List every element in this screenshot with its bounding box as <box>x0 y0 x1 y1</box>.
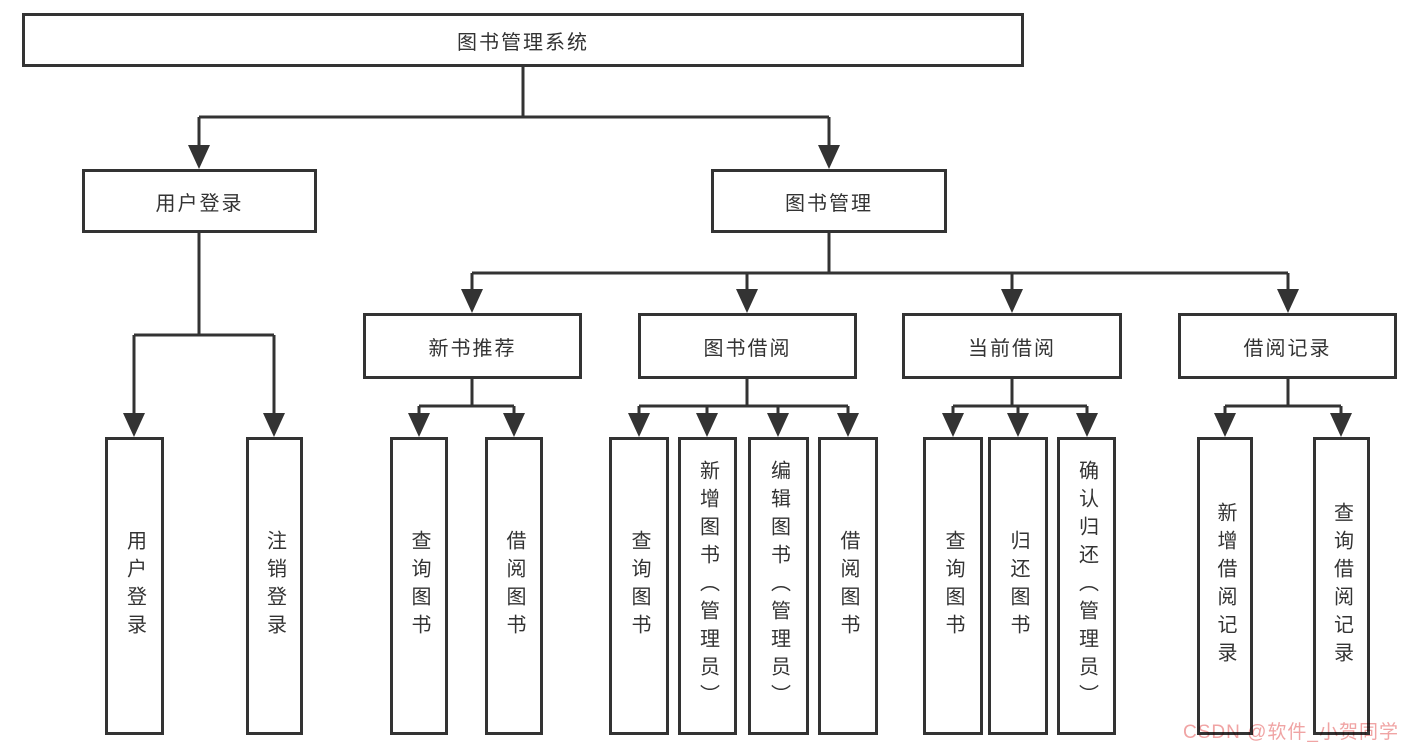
node-label: 归还图书 <box>1007 530 1029 642</box>
leaf-query-books-current: 查询图书 <box>923 437 983 735</box>
node-label: 图书管理系统 <box>457 31 589 54</box>
node-label: 借阅图书 <box>837 530 859 642</box>
leaf-logout-login: 注销登录 <box>246 437 303 735</box>
node-label: 当前借阅 <box>968 337 1056 360</box>
node-label: 查询图书 <box>942 530 964 642</box>
node-library-management-system: 图书管理系统 <box>22 13 1024 67</box>
node-label: 图书借阅 <box>703 337 792 360</box>
node-label: 图书管理 <box>785 192 873 215</box>
node-label: 借阅记录 <box>1243 337 1332 360</box>
node-book-management: 图书管理 <box>711 169 947 233</box>
node-label: 用户登录 <box>155 192 244 215</box>
node-label: 借阅图书 <box>503 530 525 642</box>
leaf-query-books-recommend: 查询图书 <box>390 437 448 735</box>
node-current-borrowing: 当前借阅 <box>902 313 1122 379</box>
leaf-add-borrow-record: 新增借阅记录 <box>1197 437 1253 735</box>
arrowhead-icons <box>123 145 1352 437</box>
node-label: 查询图书 <box>628 530 650 642</box>
csdn-watermark: CSDN @软件_小贺同学 <box>1183 722 1399 743</box>
leaf-borrow-books-borrow: 借阅图书 <box>818 437 878 735</box>
node-label: 查询借阅记录 <box>1330 502 1353 670</box>
leaf-query-books-borrow: 查询图书 <box>609 437 669 735</box>
leaf-edit-books-admin: 编辑图书（管理员） <box>748 437 809 735</box>
node-label: 新增图书（管理员） <box>696 460 719 712</box>
node-label: 编辑图书（管理员） <box>767 460 790 712</box>
node-new-book-recommendation: 新书推荐 <box>363 313 582 379</box>
leaf-add-books-admin: 新增图书（管理员） <box>678 437 737 735</box>
leaf-borrow-books-recommend: 借阅图书 <box>485 437 543 735</box>
node-label: 注销登录 <box>263 530 286 642</box>
leaf-query-borrow-record: 查询借阅记录 <box>1313 437 1370 735</box>
node-book-borrowing: 图书借阅 <box>638 313 857 379</box>
node-label: 用户登录 <box>123 530 146 642</box>
leaf-return-books: 归还图书 <box>988 437 1048 735</box>
leaf-confirm-return-admin: 确认归还（管理员） <box>1057 437 1116 735</box>
node-label: 确认归还（管理员） <box>1075 460 1098 712</box>
node-label: 查询图书 <box>408 530 430 642</box>
leaf-user-login: 用户登录 <box>105 437 164 735</box>
node-user-login: 用户登录 <box>82 169 317 233</box>
connector-lines <box>132 67 1343 416</box>
node-label: 新书推荐 <box>428 337 517 360</box>
node-borrowing-records: 借阅记录 <box>1178 313 1397 379</box>
node-label: 新增借阅记录 <box>1214 502 1236 670</box>
